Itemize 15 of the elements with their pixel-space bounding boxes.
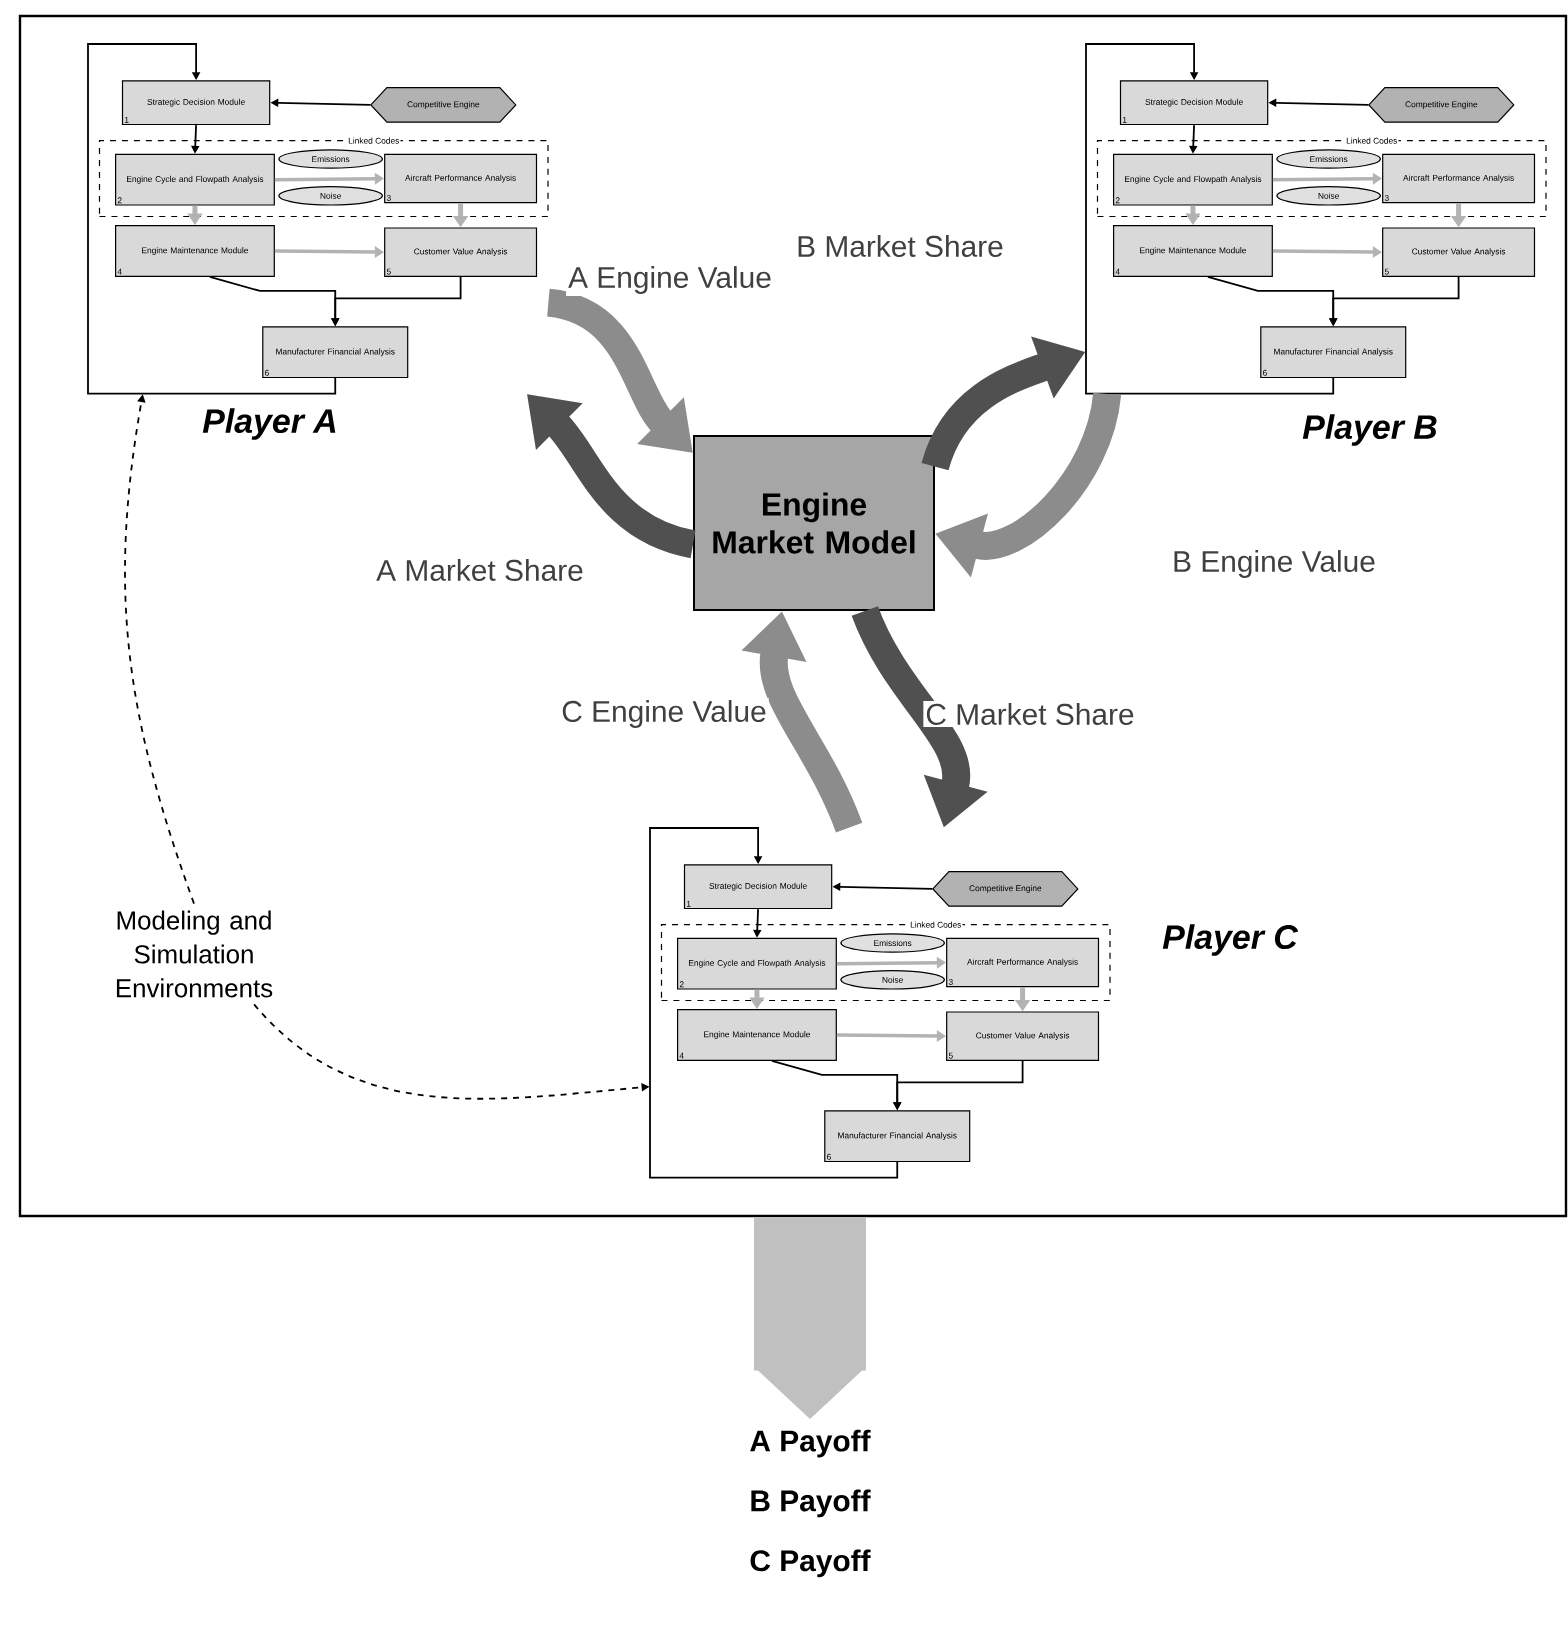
note-text: Modeling and Simulation Environments [116,910,273,998]
payoff-text: A Payoff B Payoff C Payoff [750,1429,871,1578]
model-box: Engine Market Model [693,435,935,611]
arrow [87,43,337,395]
player-label: Player A [202,408,336,440]
arrow [649,827,899,1179]
edge-label: B Market Share [794,233,1006,259]
player-label: Player C [1162,924,1299,956]
edge-label: A Market Share [374,557,586,583]
edge-label: B Engine Value [1170,548,1378,580]
edge-label: C Market Share [923,701,1137,727]
edge-label: A Engine Value [566,264,774,296]
arrow [1085,43,1335,395]
edge-label: C Engine Value [559,698,769,730]
player-label: Player B [1302,414,1437,446]
